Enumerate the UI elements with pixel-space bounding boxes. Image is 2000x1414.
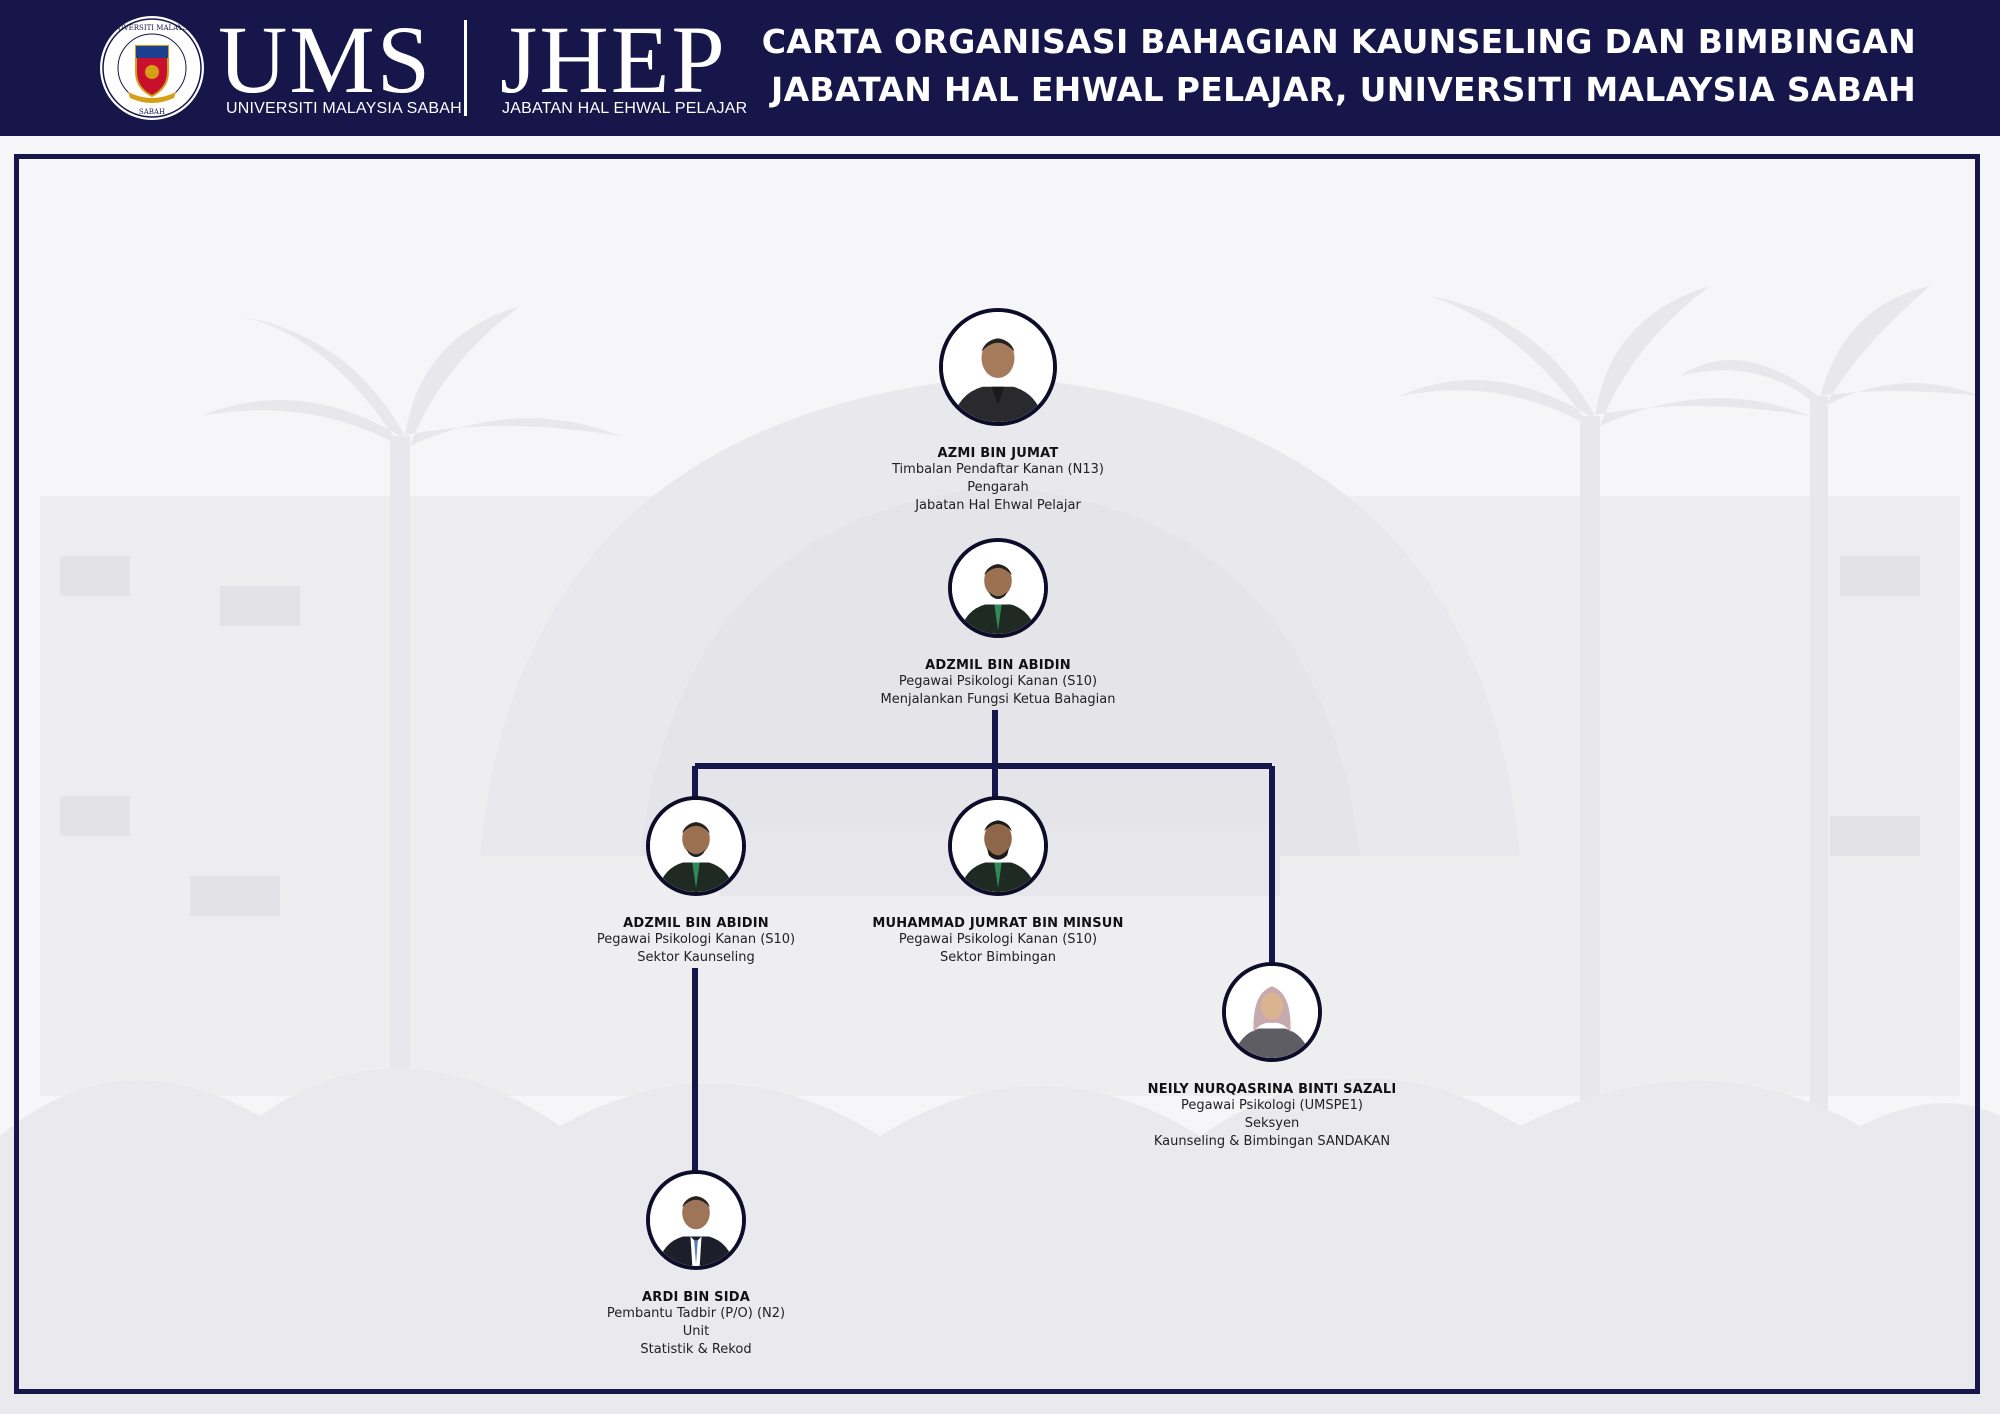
jhep-logo-text: JHEP (500, 6, 727, 113)
person-role: Pengarah (967, 480, 1029, 495)
seal-lettering-bottom: SABAH (139, 108, 165, 116)
avatar-counseling (646, 796, 746, 896)
person-photo-icon (952, 542, 1044, 634)
person-department: Jabatan Hal Ehwal Pelajar (915, 498, 1081, 513)
person-role: Seksyen (1244, 1116, 1300, 1131)
chart-frame (14, 154, 1980, 1394)
seal-lettering: UNIVERSITI MALAYSIA (109, 24, 196, 32)
person-photo-icon (650, 1174, 742, 1266)
person-name: MUHAMMAD JUMRAT BIN MINSUN (872, 916, 1124, 931)
node-counseling: ADZMIL BIN ABIDIN Pegawai Psikologi Kana… (516, 796, 876, 967)
avatar-head (948, 538, 1048, 638)
person-name: AZMI BIN JUMAT (937, 446, 1059, 461)
node-statistics: ARDI BIN SIDA Pembantu Tadbir (P/O) (N2)… (516, 1170, 876, 1359)
person-unit: Statistik & Rekod (640, 1342, 752, 1357)
ums-seal-logo: UNIVERSITI MALAYSIA SABAH (100, 16, 204, 120)
avatar-statistics (646, 1170, 746, 1270)
person-position: Pegawai Psikologi (UMSPE1) (1181, 1098, 1363, 1113)
person-photo-icon (650, 800, 742, 892)
person-position: Pembantu Tadbir (P/O) (N2) (606, 1306, 786, 1321)
avatar-director (939, 308, 1057, 426)
person-name: ADZMIL BIN ABIDIN (623, 916, 769, 931)
person-unit: Sektor Bimbingan (939, 950, 1057, 965)
person-role: Menjalankan Fungsi Ketua Bahagian (880, 692, 1116, 707)
person-name: ADZMIL BIN ABIDIN (925, 658, 1071, 673)
jhep-logo-subtitle: JABATAN HAL EHWAL PELAJAR (502, 100, 748, 117)
node-guidance: MUHAMMAD JUMRAT BIN MINSUN Pegawai Psiko… (818, 796, 1178, 967)
node-sandakan: NEILY NURQASRINA BINTI SAZALI Pegawai Ps… (1092, 962, 1452, 1151)
node-head: ADZMIL BIN ABIDIN Pegawai Psikologi Kana… (818, 538, 1178, 709)
person-unit: Kaunseling & Bimbingan SANDAKAN (1153, 1134, 1391, 1149)
person-photo-icon (1226, 966, 1318, 1058)
person-name: ARDI BIN SIDA (641, 1290, 751, 1305)
person-position: Timbalan Pendaftar Kanan (N13) (892, 462, 1104, 477)
person-unit: Sektor Kaunseling (637, 950, 755, 965)
chart-title-line1: CARTA ORGANISASI BAHAGIAN KAUNSELING DAN… (761, 22, 1916, 61)
chart-title-line2: JABATAN HAL EHWAL PELAJAR, UNIVERSITI MA… (771, 70, 1916, 109)
ums-logo-text: UMS (218, 6, 433, 113)
node-director: AZMI BIN JUMAT Timbalan Pendaftar Kanan … (818, 308, 1178, 515)
header-divider (464, 20, 467, 116)
avatar-sandakan (1222, 962, 1322, 1062)
header-banner: UNIVERSITI MALAYSIA SABAH UMS UNIVERSITI… (0, 0, 2000, 136)
person-photo-icon (943, 312, 1053, 422)
avatar-guidance (948, 796, 1048, 896)
person-position: Pegawai Psikologi Kanan (S10) (596, 932, 796, 947)
person-name: NEILY NURQASRINA BINTI SAZALI (1147, 1082, 1397, 1097)
person-position: Pegawai Psikologi Kanan (S10) (898, 674, 1098, 689)
person-role: Unit (682, 1324, 710, 1339)
person-photo-icon (952, 800, 1044, 892)
ums-logo-subtitle: UNIVERSITI MALAYSIA SABAH (226, 100, 462, 117)
person-position: Pegawai Psikologi Kanan (S10) (898, 932, 1098, 947)
